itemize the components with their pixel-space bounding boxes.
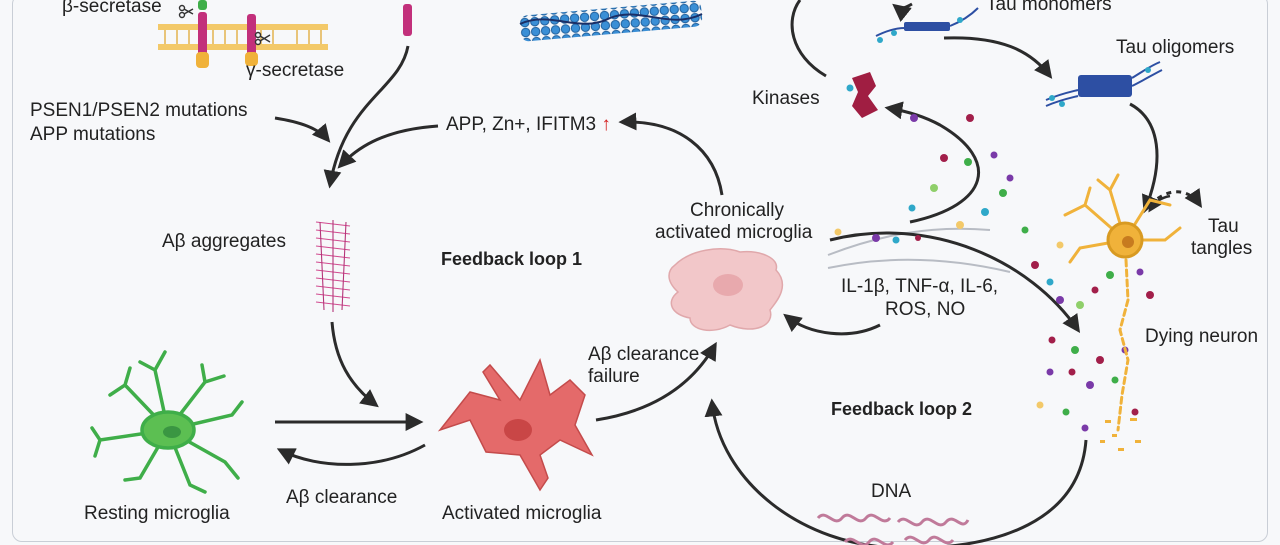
arrow-monomers-to-oligomers [943, 36, 1053, 79]
label-activated-microglia: Activated microglia [442, 503, 602, 524]
activated-microglia-cell [437, 357, 594, 492]
label-clearance-failure-2: failure [588, 366, 640, 387]
arrow-oligomers-to-tangles [1129, 102, 1159, 214]
label-clearance-failure-1: Aβ clearance [588, 344, 700, 365]
label-feedback-loop-1: Feedback loop 1 [441, 249, 583, 269]
arrow-clearance-failure [595, 341, 717, 422]
abeta-aggregate-fiber [315, 220, 351, 312]
arrow-cytokines-to-neuron [829, 231, 1081, 333]
label-abeta-aggregates: Aβ aggregates [162, 231, 286, 252]
dna-strands [816, 513, 970, 545]
label-abeta-clearance: Aβ clearance [286, 487, 398, 508]
scissors-icon [178, 4, 271, 46]
neuron-debris [1100, 418, 1141, 451]
label-app-zn-ifitm3: APP, Zn+, IFITM3 ↑ [446, 114, 611, 136]
arrow-cytokines-to-chronic [783, 313, 881, 336]
label-tau-oligomers: Tau oligomers [1116, 37, 1235, 58]
tau-oligomer [1045, 61, 1163, 107]
label-dna: DNA [871, 481, 912, 502]
arrow-to-monomers [892, 2, 913, 23]
resting-microglia-cell [90, 350, 244, 494]
label-cytokines-1: IL-1β, TNF-α, IL-6, [841, 276, 999, 297]
amyloid-fibril [519, 0, 703, 42]
label-tau-tangles-2: tangles [1191, 238, 1253, 259]
label-chronic-2: activated microglia [655, 222, 813, 243]
arrow-dna-to-activation [704, 398, 1088, 545]
label-mutations-1: PSEN1/PSEN2 mutations [30, 100, 248, 121]
arrow-cytokines-to-kinases [884, 101, 980, 224]
label-app-zn-ifitm3-text: APP, Zn+, IFITM3 [446, 114, 597, 135]
arrow-app-feedback [337, 124, 439, 169]
up-arrow-icon: ↑ [601, 114, 611, 135]
label-cytokines-2: ROS, NO [885, 299, 966, 320]
app-fragment [403, 4, 412, 36]
label-gamma-secretase: γ-secretase [246, 60, 345, 81]
dying-neuron-cell [1063, 173, 1182, 432]
arrow-mutations [274, 116, 331, 143]
kinase-enzyme [846, 72, 878, 118]
label-mutations-2: APP mutations [30, 124, 156, 145]
arrow-aggregates-to-activation [330, 321, 379, 408]
label-dying-neuron: Dying neuron [1145, 326, 1259, 347]
label-resting-microglia: Resting microglia [84, 503, 230, 524]
arrow-kinases-loop [790, 0, 827, 78]
label-kinases: Kinases [752, 88, 820, 109]
label-feedback-loop-2: Feedback loop 2 [831, 399, 973, 419]
label-chronic-1: Chronically [690, 200, 784, 221]
arrow-tangles-dashed [1148, 188, 1202, 208]
chronic-microglia-cell [668, 248, 784, 332]
arrow-cleavage-to-aggregates [323, 45, 410, 189]
app-protein-in-membrane [196, 0, 258, 68]
membrane-bilayer [158, 24, 328, 50]
label-tau-tangles-1: Tau [1208, 216, 1239, 237]
label-beta-secretase: β-secretase [62, 0, 162, 17]
tau-monomer [875, 7, 979, 43]
label-tau-monomers: Tau monomers [986, 0, 1112, 15]
arrow-abeta-clearance [276, 443, 426, 466]
inflammatory-particles [834, 114, 1154, 432]
arrow-chronic-to-app [618, 112, 724, 196]
figure-frame [12, 0, 1268, 542]
